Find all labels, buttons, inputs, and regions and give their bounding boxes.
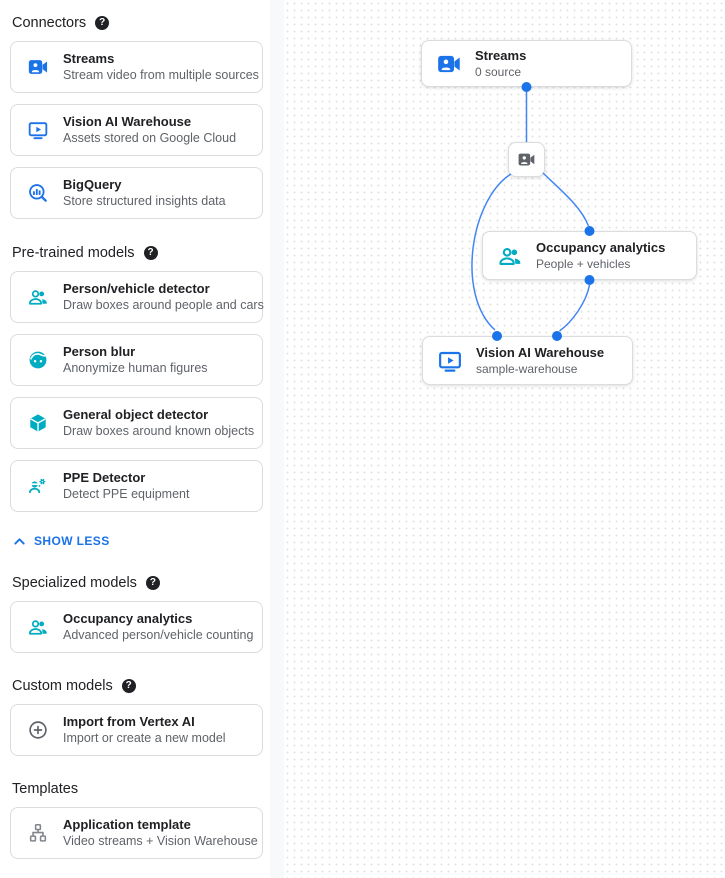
- card-subtitle: Stream video from multiple sources: [63, 68, 259, 82]
- video-camera-front-icon: [436, 51, 462, 77]
- smart-display-icon: [27, 119, 49, 141]
- section-heading-label: Pre-trained models: [12, 245, 135, 261]
- section-heading-specialized: Specialized models ?: [12, 573, 160, 593]
- sidebar-card-bigquery[interactable]: BigQuery Store structured insights data: [10, 167, 263, 219]
- card-subtitle: Store structured insights data: [63, 194, 226, 208]
- edge-occupancy-to-warehouse: [559, 284, 591, 332]
- card-subtitle: Detect PPE equipment: [63, 487, 190, 501]
- card-subtitle: Video streams + Vision Warehouse: [63, 834, 258, 848]
- card-title: Person blur: [63, 344, 136, 359]
- card-title: PPE Detector: [63, 470, 146, 485]
- section-heading-label: Templates: [12, 781, 79, 797]
- graph-edges-layer: [471, 82, 595, 341]
- help-icon[interactable]: ?: [95, 16, 110, 30]
- card-title: Import from Vertex AI: [63, 714, 195, 729]
- ppe-icon: [27, 475, 49, 497]
- sidebar-card-occupancy-analytics[interactable]: Occupancy analytics Advanced person/vehi…: [10, 601, 263, 653]
- show-less-button[interactable]: SHOW LESS: [12, 534, 110, 549]
- card-title: Occupancy analytics: [63, 611, 193, 626]
- card-title: Streams: [63, 51, 115, 66]
- section-heading-label: Specialized models: [12, 575, 137, 591]
- node-title: Vision AI Warehouse: [476, 345, 605, 360]
- card-subtitle: Draw boxes around people and cars: [63, 298, 264, 312]
- section-heading-pretrained: Pre-trained models ?: [12, 243, 158, 263]
- card-subtitle: Draw boxes around known objects: [63, 424, 255, 438]
- sidebar-card-ppe-detector[interactable]: PPE Detector Detect PPE equipment: [10, 460, 263, 512]
- section-heading-connectors: Connectors ?: [12, 13, 110, 33]
- help-icon[interactable]: ?: [145, 576, 160, 590]
- face-icon: [27, 349, 49, 371]
- sidebar-card-vision-ai-warehouse[interactable]: Vision AI Warehouse Assets stored on Goo…: [10, 104, 263, 156]
- chevron-up-icon: [12, 534, 27, 549]
- node-title: Occupancy analytics: [536, 240, 666, 255]
- node-subtitle: People + vehicles: [536, 257, 631, 271]
- sidebar-card-person-blur[interactable]: Person blur Anonymize human figures: [10, 334, 263, 386]
- card-subtitle: Advanced person/vehicle counting: [63, 628, 254, 642]
- graph-node-occupancy-analytics[interactable]: Occupancy analytics People + vehicles: [482, 231, 697, 280]
- bigquery-icon: [27, 182, 49, 204]
- show-less-label: SHOW LESS: [34, 534, 110, 548]
- sidebar-card-person-vehicle-detector[interactable]: Person/vehicle detector Draw boxes aroun…: [10, 271, 264, 323]
- component-sidebar: Connectors ? Streams Stream video from m…: [0, 0, 270, 878]
- help-icon[interactable]: ?: [121, 679, 136, 693]
- card-title: BigQuery: [63, 177, 122, 192]
- smart-display-icon: [437, 348, 463, 374]
- sidebar-card-streams[interactable]: Streams Stream video from multiple sourc…: [10, 41, 263, 93]
- card-title: Vision AI Warehouse: [63, 114, 192, 129]
- card-subtitle: Import or create a new model: [63, 731, 226, 745]
- edge-source-to-occupancy: [542, 172, 590, 227]
- section-heading-custom: Custom models ?: [12, 676, 136, 696]
- sidebar-card-import-vertex-ai[interactable]: Import from Vertex AI Import or create a…: [10, 704, 263, 756]
- card-subtitle: Assets stored on Google Cloud: [63, 131, 237, 145]
- sidebar-scrollbar[interactable]: [270, 0, 284, 878]
- sidebar-card-general-object-detector[interactable]: General object detector Draw boxes aroun…: [10, 397, 263, 449]
- section-heading-templates: Templates: [12, 779, 78, 799]
- cube-icon: [27, 412, 49, 434]
- node-title: Streams: [475, 48, 527, 63]
- node-subtitle: 0 source: [475, 65, 522, 79]
- sidebar-card-application-template[interactable]: Application template Video streams + Vis…: [10, 807, 263, 859]
- card-title: Application template: [63, 817, 191, 832]
- card-title: Person/vehicle detector: [63, 281, 210, 296]
- graph-node-streams[interactable]: Streams 0 source: [421, 40, 632, 87]
- graph-node-vision-ai-warehouse[interactable]: Vision AI Warehouse sample-warehouse: [422, 336, 633, 385]
- video-camera-front-icon: [517, 150, 536, 169]
- flow-tree-icon: [27, 822, 49, 844]
- people-icon: [27, 286, 49, 308]
- people-icon: [27, 616, 49, 638]
- video-camera-front-icon: [27, 56, 49, 78]
- node-subtitle: sample-warehouse: [476, 362, 578, 376]
- section-heading-label: Custom models: [12, 678, 113, 694]
- card-subtitle: Anonymize human figures: [63, 361, 208, 375]
- graph-node-stream-source[interactable]: [508, 142, 545, 177]
- people-icon: [497, 243, 523, 269]
- card-title: General object detector: [63, 407, 209, 422]
- section-heading-label: Connectors: [12, 15, 87, 31]
- graph-canvas[interactable]: Streams 0 source Occupancy analytics Peo…: [284, 0, 725, 878]
- help-icon[interactable]: ?: [143, 246, 158, 260]
- add-circle-icon: [27, 719, 49, 741]
